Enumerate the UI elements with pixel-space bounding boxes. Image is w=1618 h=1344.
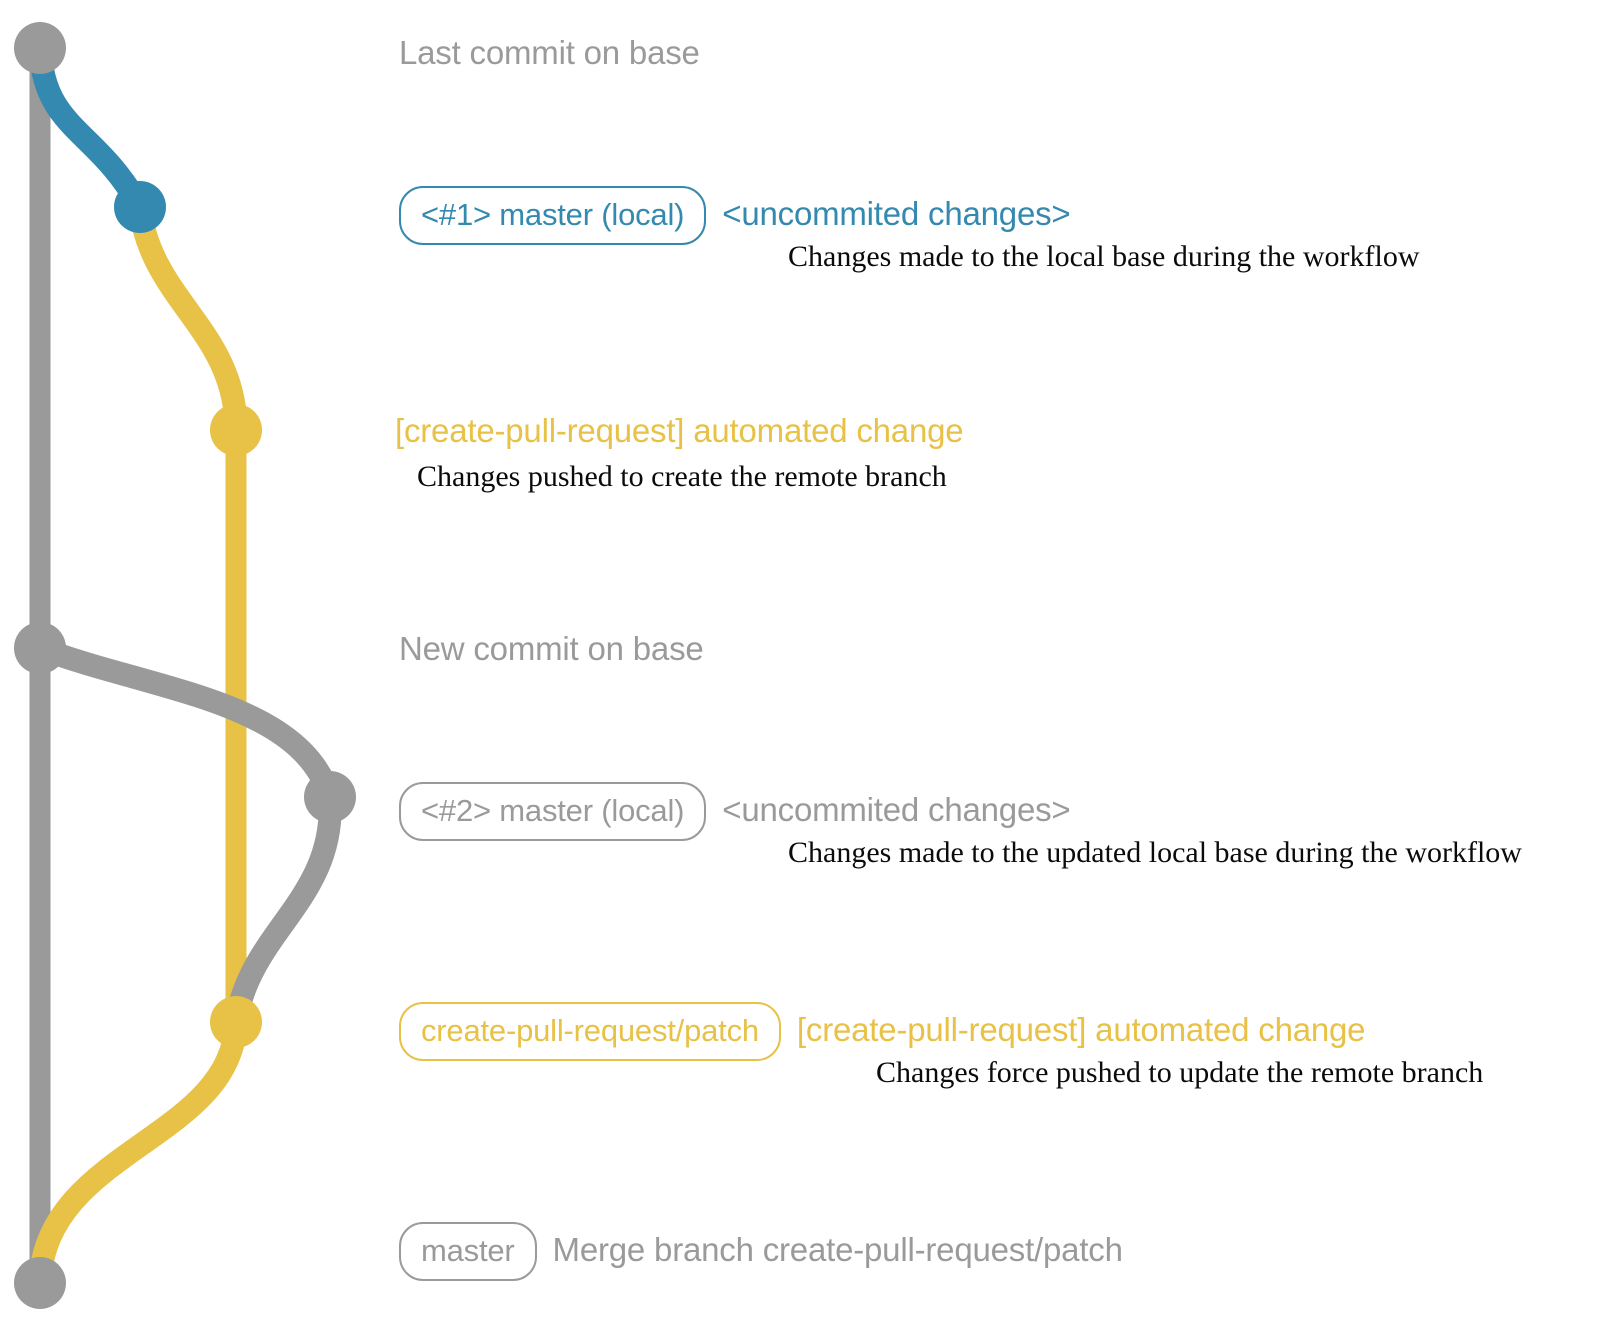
ref-badge-master-local-2[interactable]: <#2> master (local) xyxy=(399,782,707,841)
local-to-patch-line-2 xyxy=(224,785,342,1034)
commit-node-master-local-1 xyxy=(114,181,166,233)
local-branch-line-2 xyxy=(28,636,342,809)
commit-note-automated-change-1: Changes pushed to create the remote bran… xyxy=(417,460,947,493)
ref-badge-create-pull-request-patch[interactable]: create-pull-request/patch xyxy=(399,1002,781,1061)
commit-row-new-commit-on-base: New commit on base xyxy=(399,632,704,665)
commit-row-last-commit-on-base: Last commit on base xyxy=(399,36,700,69)
patch-branch-line-1 xyxy=(128,195,248,442)
commit-note-master-local-1: Changes made to the local base during th… xyxy=(788,240,1420,273)
commit-note-master-local-2: Changes made to the updated local base d… xyxy=(788,836,1522,869)
commit-subject-automated-change-1: [create-pull-request] automated change xyxy=(395,412,964,449)
patch-merge-line xyxy=(28,1010,248,1295)
commit-note-automated-change-2: Changes force pushed to update the remot… xyxy=(876,1056,1484,1089)
commit-node-last-commit-on-base xyxy=(14,22,66,74)
commit-node-master-local-2 xyxy=(304,771,356,823)
local-branch-line-1 xyxy=(28,36,152,219)
commit-row-master-local-1: <#1> master (local) <uncommited changes> xyxy=(399,186,1071,245)
commit-subject-automated-change-2: [create-pull-request] automated change xyxy=(796,1011,1366,1048)
commit-node-automated-change-2 xyxy=(210,996,262,1048)
commit-node-automated-change-1 xyxy=(210,404,262,456)
commit-subject-merge-commit: Merge branch create-pull-request/patch xyxy=(552,1231,1123,1268)
ref-badge-master[interactable]: master xyxy=(399,1222,537,1281)
commit-row-automated-change-2: create-pull-request/patch [create-pull-r… xyxy=(399,1002,1366,1061)
commit-row-master-local-2: <#2> master (local) <uncommited changes> xyxy=(399,782,1071,841)
commit-subject-last-commit-on-base: Last commit on base xyxy=(399,34,700,71)
commit-node-new-commit-on-base xyxy=(14,622,66,674)
commit-subject-master-local-1: <uncommited changes> xyxy=(722,195,1071,232)
commit-row-merge-commit: master Merge branch create-pull-request/… xyxy=(399,1222,1123,1281)
ref-badge-master-local-1[interactable]: <#1> master (local) xyxy=(399,186,707,245)
commit-subject-master-local-2: <uncommited changes> xyxy=(722,791,1071,828)
commit-row-automated-change-1: [create-pull-request] automated change xyxy=(395,412,964,449)
commit-subject-new-commit-on-base: New commit on base xyxy=(399,630,704,667)
commit-node-merge-commit xyxy=(14,1257,66,1309)
